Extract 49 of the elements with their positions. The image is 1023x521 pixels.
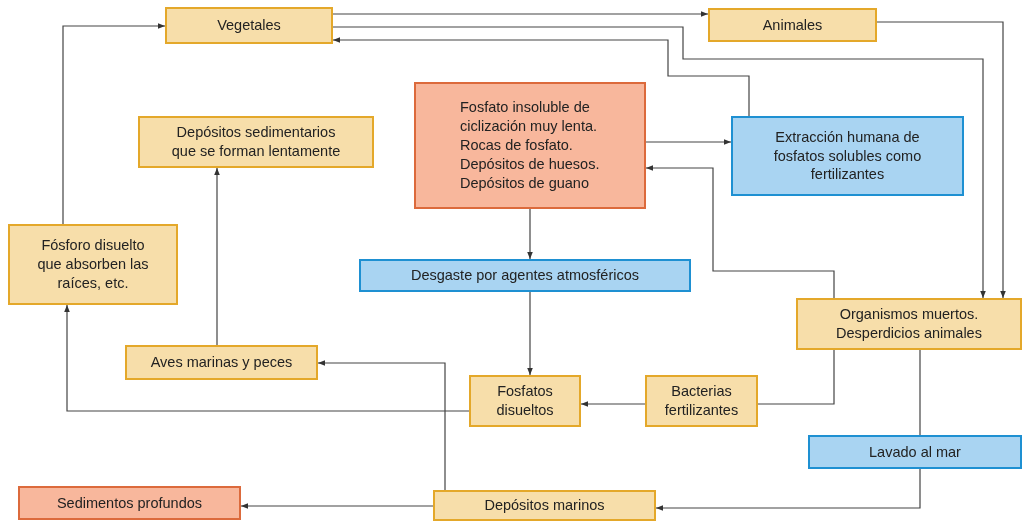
box-text: Vegetales [217,16,281,35]
arrow [240,503,434,509]
process-box [18,486,241,520]
arrow [64,304,470,412]
box-text: Depósitos de huesos. [460,154,600,174]
arrow [214,167,220,346]
process-box [731,116,964,196]
box-text: Organismos muertos. [839,305,979,324]
box-text: Depósitos marinos [484,496,605,515]
process-box [808,435,1022,469]
box-text: Desperdicios animales [836,324,982,343]
arrow [62,23,166,225]
box-text: Desgaste por agentes atmosféricos [410,266,640,285]
arrow [332,37,750,117]
process-box [469,375,581,427]
arrow [580,401,646,407]
arrow [645,139,732,145]
arrow [645,165,835,299]
box-text: Depósitos de guano [460,173,589,193]
process-box [8,224,178,305]
box-text: Depósitos sedimentarios que se forman lentamente [170,123,342,161]
process-box [138,116,374,168]
box-text: Animales [762,15,823,35]
box-text: Fosfato insoluble de ciclización muy lenta. [460,98,598,137]
process-box [359,259,691,292]
arrow [527,208,533,260]
arrow [332,11,709,17]
process-box [796,298,1022,350]
box-text: Lavado al mar [869,442,961,462]
process-box [165,7,333,44]
arrow [527,291,533,376]
process-box [414,82,646,209]
box-text: Sedimentos profundos [56,493,203,513]
process-box [125,345,318,380]
process-box [433,490,656,521]
box-text: Fosfatos disueltos [495,382,555,420]
box-text: Extracción humana de fosfatos solubles como fertilizantes [772,127,923,185]
box-text: Bacterias fertilizantes [663,382,740,420]
arrow [655,468,921,511]
connector-line [919,349,921,436]
process-box [708,8,877,42]
box-text: Aves marinas y peces [150,353,293,372]
arrow [332,26,986,299]
arrow [876,21,1006,299]
box-text: Fósforo disuelto que absorben las raíces, etc. [36,236,150,293]
connector-line [757,349,835,405]
box-text: Rocas de fosfato. [460,136,573,155]
process-box [645,375,758,427]
arrow [317,360,446,491]
